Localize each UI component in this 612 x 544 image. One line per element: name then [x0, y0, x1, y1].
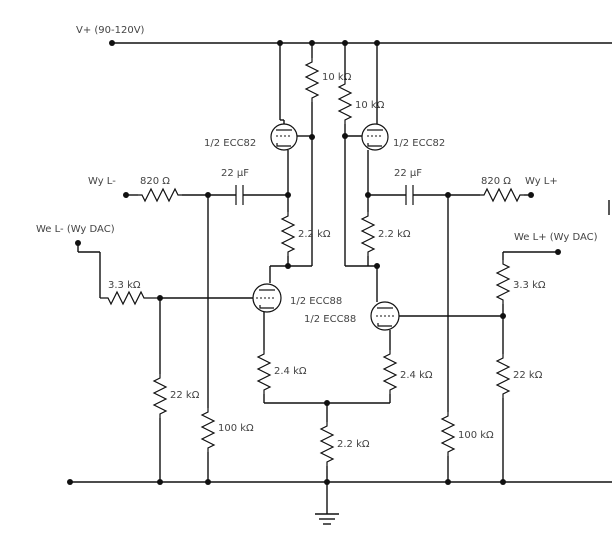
cap-left-label: 22 µF — [221, 168, 249, 179]
out-right-label: Wy L+ — [525, 176, 558, 187]
tube-upper-right — [345, 118, 389, 190]
r-plate-left-label: 10 kΩ — [322, 72, 352, 83]
resistor-tail — [319, 422, 335, 466]
r-k2-right-label: 2.4 kΩ — [400, 370, 433, 381]
tube-upper-right-label: 1/2 ECC82 — [393, 138, 445, 149]
resistor-div-right — [495, 354, 511, 398]
tube-lower-right-label: 1/2 ECC88 — [304, 314, 356, 325]
in-left-label: We L- (Wy DAC) — [36, 224, 115, 235]
tube-lower-left — [252, 283, 282, 313]
r-k2-left-label: 2.4 kΩ — [274, 366, 307, 377]
r-div-right-label: 22 kΩ — [513, 370, 543, 381]
resistor-div-left — [152, 374, 168, 418]
resistor-k2-left — [256, 350, 272, 394]
resistor-cathode-right — [360, 212, 376, 256]
r-tail-label: 2.2 kΩ — [337, 439, 370, 450]
supply-label: V+ (90-120V) — [76, 25, 145, 36]
r-out-right-label: 820 Ω — [481, 176, 511, 187]
r-in-right-label: 3.3 kΩ — [513, 280, 546, 291]
resistor-plate-left — [304, 58, 320, 102]
ground-rail — [67, 479, 612, 485]
in-right-label: We L+ (Wy DAC) — [514, 232, 598, 243]
resistor-in-right — [495, 260, 511, 304]
r-cathode-left-label: 2.2 kΩ — [298, 229, 331, 240]
r-cathode-right-label: 2.2 kΩ — [378, 229, 411, 240]
tube-lower-left-label: 1/2 ECC88 — [290, 296, 342, 307]
tube-upper-left — [270, 119, 312, 190]
supply-rail — [109, 40, 612, 46]
tube-lower-right — [370, 301, 400, 331]
resistor-in-left — [100, 290, 160, 306]
resistor-bleed-left — [200, 408, 216, 452]
resistor-bleed-right — [440, 412, 456, 456]
resistor-cathode-left — [280, 212, 296, 256]
r-div-left-label: 22 kΩ — [170, 390, 200, 401]
r-in-left-label: 3.3 kΩ — [108, 280, 141, 291]
r-bleed-right-label: 100 kΩ — [458, 430, 494, 441]
r-plate-right-label: 10 kΩ — [355, 100, 385, 111]
resistor-out-left — [138, 187, 182, 203]
resistor-k2-right — [382, 350, 398, 394]
tube-upper-left-label: 1/2 ECC82 — [204, 138, 256, 149]
out-left-label: Wy L- — [88, 176, 116, 187]
r-out-left-label: 820 Ω — [140, 176, 170, 187]
resistor-plate-right — [337, 80, 353, 124]
resistor-out-right — [480, 187, 524, 203]
capacitor-left — [235, 185, 244, 205]
ground-symbol — [315, 482, 339, 525]
capacitor-right — [405, 185, 414, 205]
r-bleed-left-label: 100 kΩ — [218, 423, 254, 434]
cap-right-label: 22 µF — [394, 168, 422, 179]
